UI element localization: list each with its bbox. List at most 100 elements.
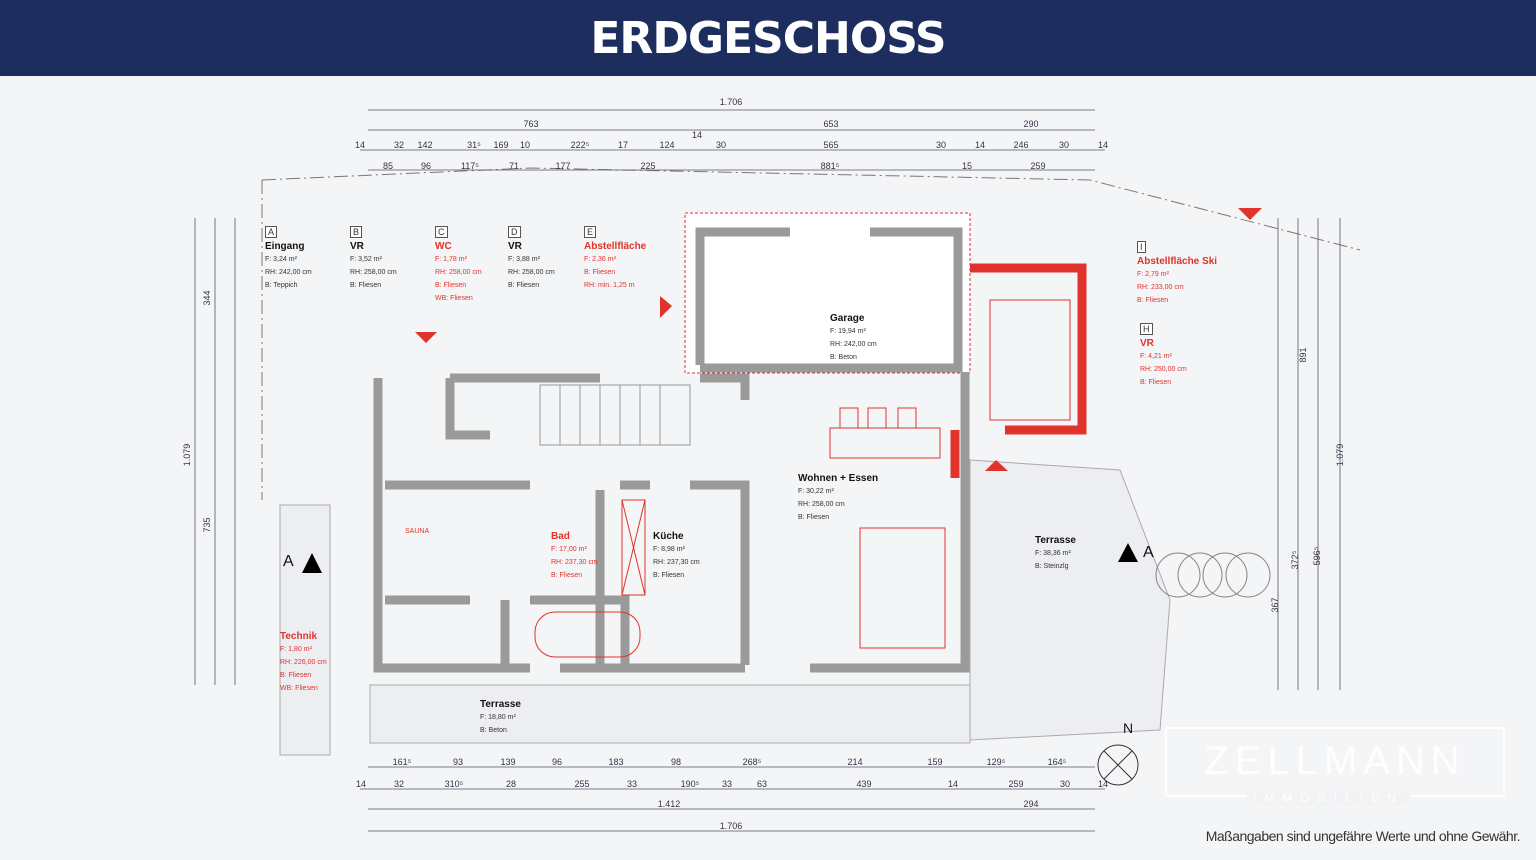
dimension-label: 98 [671,757,681,767]
room-tag: A [265,226,278,238]
dimension-label: 14 [355,140,365,150]
dimension-label: 161⁵ [393,757,412,767]
room-name: Eingang [265,241,305,252]
dimension-label: 653 [823,119,838,129]
dimension-label: 367 [1270,597,1280,612]
room-name: Garage [830,313,865,324]
section-label-left: A [283,553,294,570]
dimension-label: 139 [500,757,515,767]
dimension-label: 96 [552,757,562,767]
dimension-label: 142 [417,140,432,150]
room-detail: RH: 258,00 cm [350,269,397,276]
dimension-label: 1.412 [658,799,681,809]
dimension-label: 14 [1098,140,1108,150]
room-name: Wohnen + Essen [798,473,879,484]
room-detail: B: Steinzlg [1035,563,1069,570]
room-detail: F: 18,80 m² [480,714,516,721]
red-walls [950,263,1087,478]
room-name: Technik [280,631,318,642]
dimension-label: 32 [394,140,404,150]
dimension-label: 310⁵ [445,779,464,789]
room-detail: F: 3,24 m² [265,256,297,263]
dimension-label: 1.706 [720,821,743,831]
room-detail: F: 8,98 m² [653,546,685,553]
garage-outline [684,212,971,374]
room-tag: E [584,226,597,238]
room-name: WC [435,241,452,252]
room-detail: RH: 250,00 cm [1140,366,1187,373]
room-tag: B [350,226,363,238]
dimension-label: 15 [962,161,972,171]
dimension-label: 177 [555,161,570,171]
dimension-label: 222⁵ [571,140,590,150]
logo-subtext: IMMOBILIEN [1247,791,1410,805]
dimension-label: 96 [421,161,431,171]
site-boundary [261,167,1361,500]
room-name: Küche [653,531,684,542]
room-name: Terrasse [1035,535,1076,546]
room-detail: B: Fliesen [350,282,382,289]
dimension-label: 71 [509,161,519,171]
dimension-label: 17 [618,140,628,150]
dimension-label: 30 [716,140,726,150]
room-name: Abstellfläche Ski [1137,256,1218,267]
dimension-label: 14 [356,779,366,789]
room-detail: F: 1,80 m² [280,646,312,653]
room-detail: B: Fliesen [1137,297,1169,304]
room-detail: B: Beton [480,727,507,734]
room-detail: WB: Fliesen [280,685,318,692]
room-label: Terrasse F: 38,36 m² B: Steinzlg [1035,534,1076,573]
dimension-label: 117⁵ [461,161,479,171]
room-detail: RH: 237,30 cm [551,559,598,566]
header-bar: ERDGESCHOSS [0,0,1536,76]
disclaimer: Maßangaben sind ungefähre Werte und ohne… [1205,828,1521,844]
dimension-label: 259 [1008,779,1023,789]
dimension-label: 32 [394,779,404,789]
room-detail: RH: min. 1,25 m [584,282,635,289]
room-detail: RH: 258,00 cm [435,269,482,276]
room-detail: F: 1,78 m² [435,256,467,263]
dimension-label: 214 [847,757,862,767]
dimension-label: 159 [927,757,942,767]
room-detail: F: 3,52 m² [350,256,382,263]
room-detail: F: 2,79 m² [1137,271,1169,278]
north-label: N [1123,720,1134,736]
dimension-label: 63 [757,779,767,789]
dimension-label: 33 [627,779,637,789]
dimension-label: 881⁵ [821,161,840,171]
room-detail: B: Fliesen [551,572,583,579]
dimension-label: 763 [523,119,538,129]
room-detail: F: 17,00 m² [551,546,587,553]
room-detail: B: Fliesen [798,514,830,521]
terrace-stones [1155,552,1271,598]
walls [373,227,970,673]
room-tag: C [435,226,448,238]
dimension-label: 124 [659,140,674,150]
room-detail: F: 3,88 m² [508,256,540,263]
section-label-right: A [1143,544,1154,561]
dimension-label: 1.079 [1335,444,1345,467]
terrace-areas [279,459,1171,756]
dimension-label: 246 [1013,140,1028,150]
room-detail: F: 4,21 m² [1140,353,1172,360]
room-detail: F: 2,36 m² [584,256,616,263]
dimension-label: 735 [202,517,212,532]
dimension-label: 93 [453,757,463,767]
room-detail: WB: Fliesen [435,295,473,302]
room-detail: B: Fliesen [653,572,685,579]
dimension-label: 565 [823,140,838,150]
dimension-label: 259 [1030,161,1045,171]
room-detail: F: 38,36 m² [1035,550,1071,557]
room-detail: RH: 237,30 cm [653,559,700,566]
